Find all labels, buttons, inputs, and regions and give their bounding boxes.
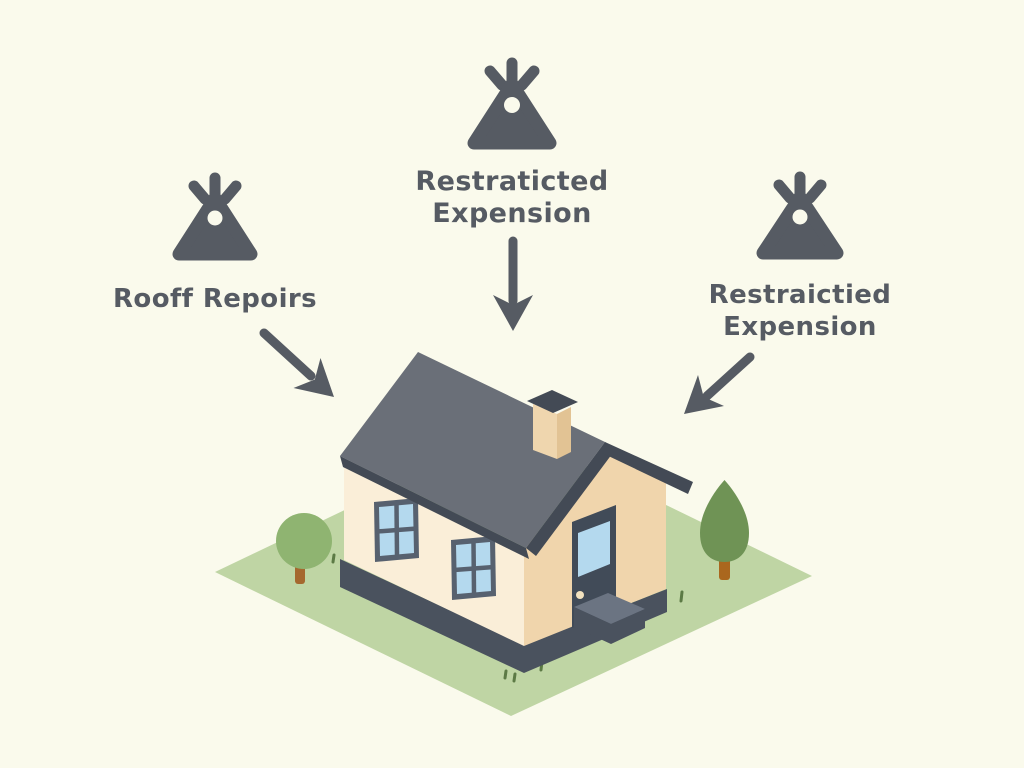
weight-icon-prong [484,65,508,91]
label-top-line1: Restraticted [415,166,609,197]
chimney [527,390,578,459]
weight-icon-body [756,190,844,260]
annotation-arrows [259,236,755,414]
label-right: Restraictied Expension [640,279,960,343]
foundation-left-face [340,559,524,673]
tree-trunk [719,556,730,580]
label-left-line1: Rooff Repoirs [113,284,317,314]
conifer-tree [700,480,749,580]
grass-tuft [503,669,508,680]
step-left-face [574,607,611,644]
grass-tuft [679,590,684,603]
door-step [574,593,645,644]
label-right-line1: Restraictied [708,280,892,310]
window-left [374,498,419,562]
label-top-line2: Expension [432,198,592,229]
weight-icon-body [467,77,557,150]
weight-icon-prong [516,65,540,91]
roof-gable-fascia [526,442,615,556]
window-right [451,536,496,600]
tree-canopy [276,513,332,569]
arrow-left-head [293,358,334,397]
label-right-line2: Expension [723,312,877,342]
roof-right-fascia [600,442,693,494]
weight-icon-hole [207,210,223,226]
weight-icon-body [172,191,258,261]
door-knob [576,591,584,599]
chimney-side-face [557,407,571,459]
window-mullion [376,526,418,534]
grass-tuft [331,553,336,564]
window-mullion [453,564,495,573]
door-window [578,521,610,577]
tree-canopy [700,480,749,562]
weight-icon-prong [773,179,796,204]
weight-icon-prong [804,179,827,204]
arrow-left-shaft [259,328,316,381]
step-top-face [574,593,645,624]
isometric-house [340,352,693,673]
weight-icon [467,57,557,150]
chimney-cap [527,390,578,413]
weight-icon [756,171,844,260]
roof-eave-fascia [340,456,529,559]
label-top: Restraticted Expension [352,166,672,230]
round-tree [276,513,332,584]
chimney-front-face [533,404,557,459]
step-right-face [611,609,645,644]
weight-icon-prong [188,180,211,205]
weight-icon-hole [792,209,808,225]
label-left: Rooff Repoirs [55,283,375,315]
arrow-middle-head [493,295,533,331]
weight-icon-hole [504,97,520,113]
weight-icon [172,172,258,261]
arrow-right-head [684,375,724,414]
grass-tuft [512,672,517,683]
roof-slope [340,352,605,548]
weight-icon-prong [219,180,242,205]
arrow-right-shaft [702,352,755,401]
